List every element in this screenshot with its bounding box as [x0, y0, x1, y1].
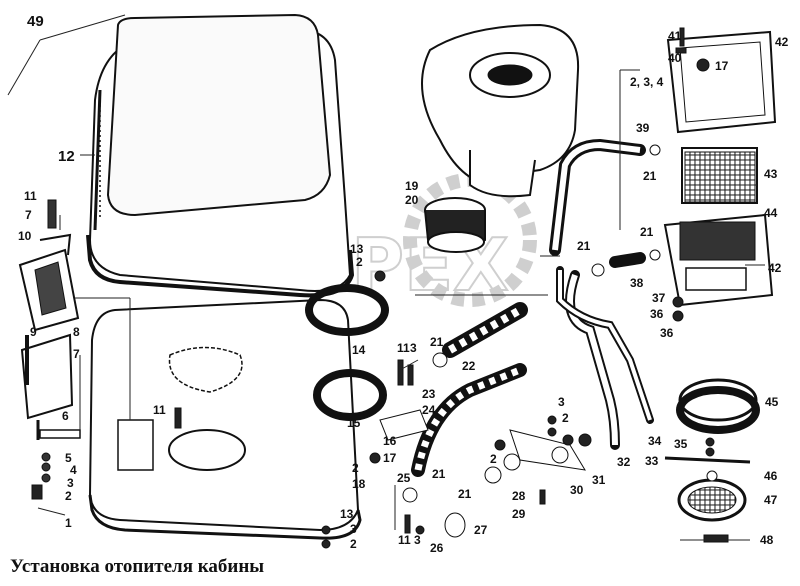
label-23: 23 — [422, 387, 436, 401]
label-2c: 2 — [352, 461, 359, 475]
label-2d: 2 — [350, 537, 357, 551]
label-21b: 21 — [432, 467, 446, 481]
label-25: 25 — [397, 471, 411, 485]
heater-core — [681, 147, 758, 204]
label-11d: 11 — [398, 533, 411, 547]
heater-cover — [86, 13, 355, 298]
grille-47 — [677, 478, 747, 522]
ring-45 — [676, 378, 760, 434]
label-40: 40 — [668, 51, 682, 65]
label-39: 39 — [636, 121, 650, 135]
label-3b: 3 — [350, 522, 357, 536]
label-41: 41 — [668, 29, 682, 43]
coupling-ring — [424, 197, 486, 253]
label-36a: 36 — [650, 307, 664, 321]
fan-housing — [421, 23, 580, 198]
label-3: 3 — [67, 476, 74, 490]
label-33: 33 — [645, 454, 659, 468]
housing-42-top — [666, 30, 777, 134]
label-46: 46 — [764, 469, 778, 483]
label-17: 17 — [383, 451, 397, 465]
label-30: 30 — [570, 483, 584, 497]
label-22: 22 — [462, 359, 476, 373]
label-42b: 42 — [768, 261, 782, 275]
label-45: 45 — [765, 395, 779, 409]
label-3e: 3 — [558, 395, 565, 409]
label-47: 47 — [764, 493, 778, 507]
label-7: 7 — [25, 208, 32, 222]
label-2-3-4: 2, 3, 4 — [630, 75, 664, 89]
label-21e: 21 — [643, 169, 657, 183]
label-11b: 11 — [153, 403, 166, 417]
housing-44-bottom — [663, 213, 774, 307]
label-49: 49 — [27, 13, 44, 30]
hose-22 — [442, 302, 528, 358]
label-26: 26 — [430, 541, 444, 555]
label-2e: 2 — [562, 411, 569, 425]
label-44: 44 — [764, 206, 778, 220]
label-31: 31 — [592, 473, 606, 487]
seal-ring — [313, 369, 387, 421]
label-38: 38 — [630, 276, 644, 290]
label-19: 19 — [405, 179, 419, 193]
label-21c: 21 — [458, 487, 472, 501]
label-37: 37 — [652, 291, 666, 305]
label-4: 4 — [70, 463, 77, 477]
label-2: 2 — [65, 489, 72, 503]
label-34: 34 — [648, 434, 662, 448]
label-7b: 7 — [73, 347, 80, 361]
label-17b: 17 — [715, 59, 729, 73]
pipe-32 — [565, 270, 620, 450]
label-16: 16 — [383, 434, 397, 448]
label-13: 13 — [350, 242, 364, 256]
hose-tube — [411, 363, 527, 477]
label-43: 43 — [764, 167, 778, 181]
leader-lines — [37, 69, 765, 541]
label-48: 48 — [760, 533, 774, 547]
label-2f: 2 — [490, 452, 497, 466]
label-32: 32 — [617, 455, 631, 469]
label-35: 35 — [674, 437, 688, 451]
label-20: 20 — [405, 193, 419, 207]
label-3c: 3 — [410, 341, 417, 355]
label-3d: 3 — [414, 533, 421, 547]
part-labels: 49 12 11 7 10 9 8 7 6 5 4 3 2 1 11 13 2 … — [18, 13, 789, 555]
hose-39 — [549, 138, 646, 256]
pipe-34 — [556, 266, 654, 424]
label-18: 18 — [352, 477, 366, 491]
bracket-assembly — [18, 199, 81, 500]
label-8: 8 — [73, 325, 80, 339]
label-21d: 21 — [577, 239, 591, 253]
label-42a: 42 — [775, 35, 789, 49]
label-11: 11 — [24, 189, 37, 203]
label-36b: 36 — [660, 326, 674, 340]
label-6: 6 — [62, 409, 69, 423]
base-plate — [88, 298, 362, 540]
label-12: 12 — [58, 148, 75, 165]
label-13b: 13 — [340, 507, 354, 521]
label-9: 9 — [30, 325, 37, 339]
label-21a: 21 — [430, 335, 444, 349]
label-11c: 11 — [397, 341, 410, 355]
hose-38 — [609, 252, 646, 268]
small-fasteners — [174, 27, 751, 549]
label-27: 27 — [474, 523, 488, 537]
gasket-ring — [305, 284, 389, 336]
label-14: 14 — [352, 343, 366, 357]
label-28: 28 — [512, 489, 526, 503]
label-24: 24 — [422, 403, 436, 417]
label-10: 10 — [18, 229, 32, 243]
label-5: 5 — [65, 451, 72, 465]
part-49-leader — [7, 14, 126, 96]
diagram-caption: Установка отопителя кабины — [10, 556, 265, 577]
label-21f: 21 — [640, 225, 654, 239]
label-15: 15 — [347, 416, 361, 430]
label-2b: 2 — [356, 255, 363, 269]
label-29: 29 — [512, 507, 526, 521]
label-1: 1 — [65, 516, 72, 530]
